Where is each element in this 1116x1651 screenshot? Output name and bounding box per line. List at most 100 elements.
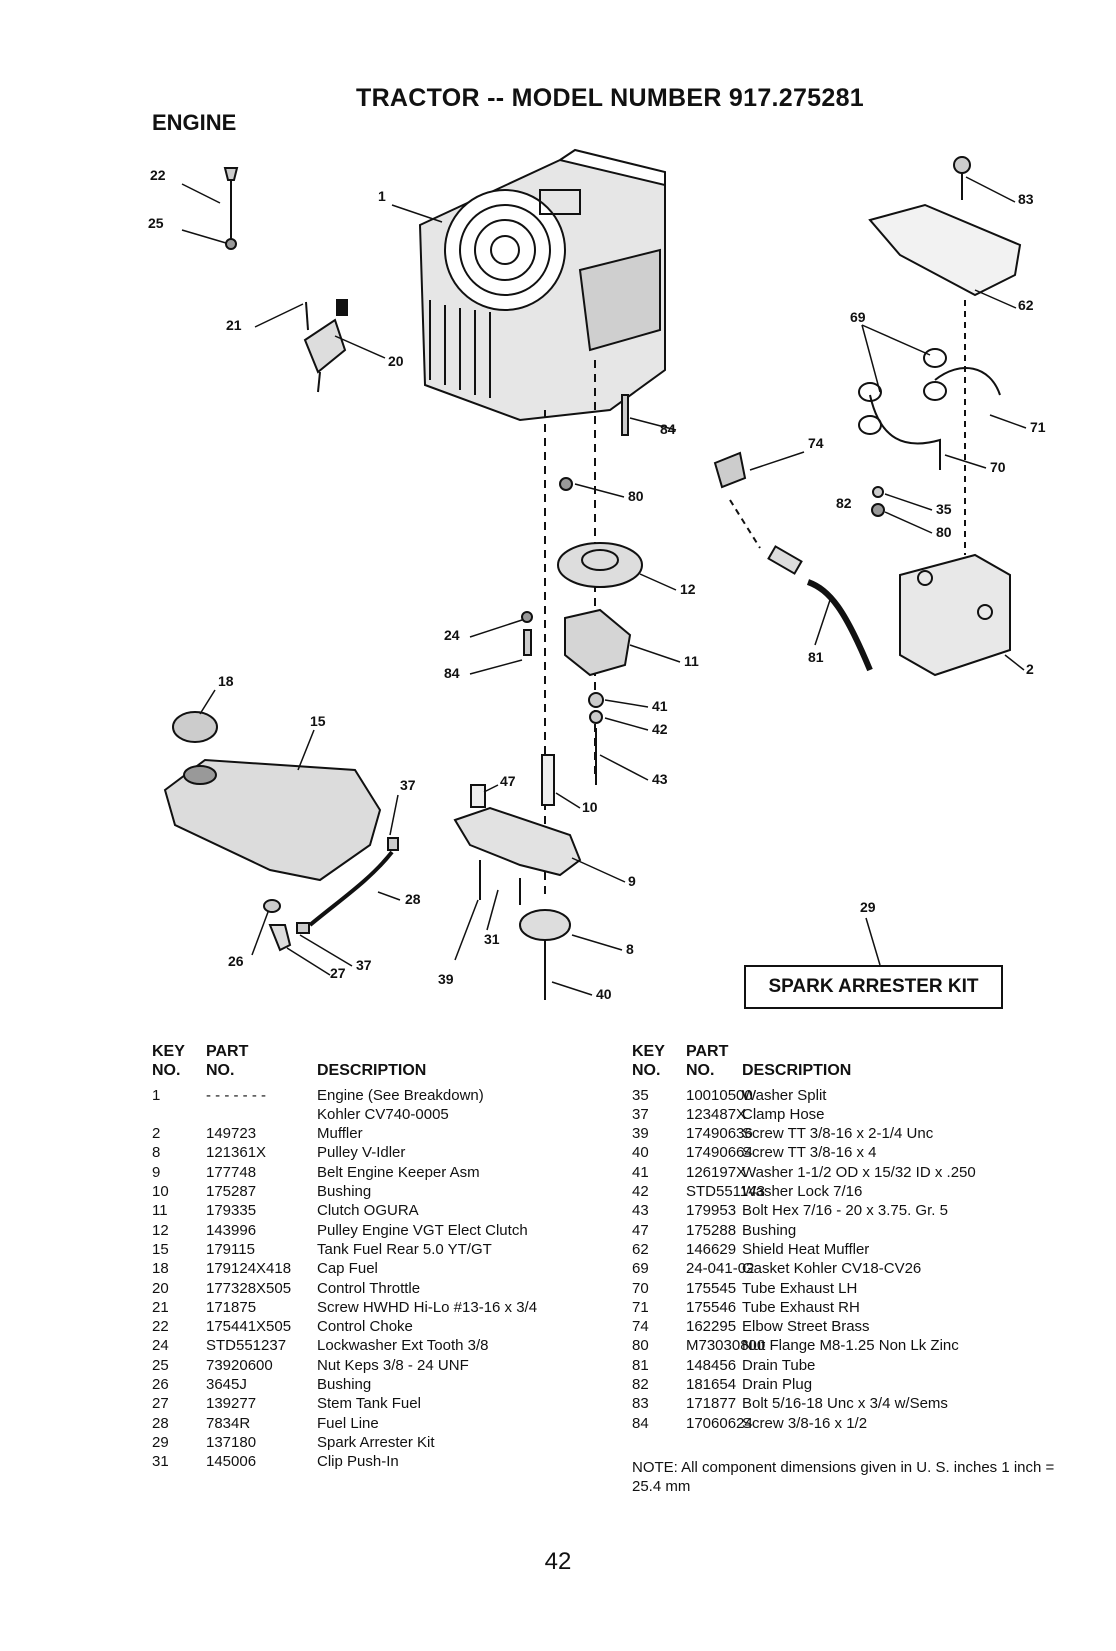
callout-label: 42: [652, 721, 668, 737]
callout-label: 81: [808, 649, 824, 665]
cell-part: 121361X: [206, 1144, 267, 1162]
cell-part: 24-041-02: [686, 1260, 755, 1278]
cell-key: 81: [632, 1356, 649, 1374]
throttle-control-drawing: [303, 299, 348, 393]
header-description: DESCRIPTION: [317, 1062, 427, 1080]
cell-key: 31: [152, 1453, 169, 1471]
header-part: PART: [686, 1043, 729, 1060]
cell-part: 73920600: [206, 1356, 273, 1374]
cell-key: 84: [632, 1414, 649, 1432]
keeper-bracket-drawing: [453, 806, 582, 1000]
cell-part: 175441X505: [206, 1318, 292, 1336]
cell-part: 149723: [206, 1125, 257, 1143]
header-no: NO.: [152, 1062, 181, 1080]
table-row: Kohler CV740-0005: [152, 1105, 592, 1124]
cell-desc: Washer Split: [742, 1086, 827, 1104]
cell-key: 22: [152, 1318, 169, 1336]
cell-desc: Drain Tube: [742, 1356, 816, 1374]
callout-label: 27: [330, 965, 346, 981]
cell-part: 177328X505: [206, 1279, 292, 1297]
cell-part: 17490636: [686, 1125, 753, 1143]
cell-key: 74: [632, 1318, 649, 1336]
cell-part: 145006: [206, 1453, 257, 1471]
cell-desc: Nut Flange M8-1.25 Non Lk Zinc: [742, 1337, 959, 1355]
cell-desc: Pulley V-Idler: [317, 1144, 406, 1162]
exhaust-tubes-drawing: [858, 348, 1001, 470]
callout-label: 22: [150, 167, 166, 183]
cell-key: 18: [152, 1260, 169, 1278]
callout-label: 83: [1018, 191, 1034, 207]
cell-part: 175288: [686, 1221, 737, 1239]
header-key: KEY: [152, 1043, 185, 1060]
cell-key: 71: [632, 1298, 649, 1316]
cell-part: - - - - - - -: [206, 1086, 266, 1104]
cell-key: 62: [632, 1240, 649, 1258]
cell-key: 43: [632, 1202, 649, 1220]
header-description: DESCRIPTION: [742, 1062, 852, 1080]
cell-key: 80: [632, 1337, 649, 1355]
cell-key: 1: [152, 1086, 161, 1104]
callout-label: 9: [628, 873, 636, 889]
callout-label: 37: [400, 777, 416, 793]
callout-label: 69: [850, 309, 866, 325]
callout-label: 12: [680, 581, 696, 597]
cell-key: 83: [632, 1395, 649, 1413]
cell-part: 143996: [206, 1221, 257, 1239]
parts-list-left: KEY PART NO. NO. DESCRIPTION 1 - - - - - …: [152, 1041, 592, 1472]
header-part-no: NO.: [206, 1062, 235, 1080]
cell-desc: Screw TT 3/8-16 x 2-1/4 Unc: [742, 1125, 934, 1143]
cell-part: 177748: [206, 1163, 257, 1181]
cell-part: 139277: [206, 1395, 257, 1413]
header-part: PART: [206, 1043, 249, 1060]
callout-label: 26: [228, 953, 244, 969]
callout-label: 18: [218, 673, 234, 689]
cell-part: 3645J: [206, 1376, 247, 1394]
cell-desc: Elbow Street Brass: [742, 1318, 870, 1336]
cell-key: 26: [152, 1376, 169, 1394]
cell-part: 162295: [686, 1318, 737, 1336]
cell-key: 28: [152, 1414, 169, 1432]
cell-desc: Bolt 5/16-18 Unc x 3/4 w/Sems: [742, 1395, 948, 1413]
cell-desc: Clutch OGURA: [317, 1202, 419, 1220]
cell-key: 24: [152, 1337, 169, 1355]
cell-desc: Pulley Engine VGT Elect Clutch: [317, 1221, 528, 1239]
callout-label: 84: [660, 421, 676, 437]
cell-part: 126197X: [686, 1163, 747, 1181]
cell-desc: Control Throttle: [317, 1279, 421, 1297]
cell-key: 27: [152, 1395, 169, 1413]
spark-arrester-kit-label: SPARK ARRESTER KIT: [744, 965, 1003, 1009]
callout-label: 2: [1026, 661, 1034, 677]
cell-key: 25: [152, 1356, 169, 1374]
cell-part: 7834R: [206, 1414, 251, 1432]
callout-label: 43: [652, 771, 668, 787]
cell-part: 171875: [206, 1298, 257, 1316]
cell-part: 123487X: [686, 1105, 747, 1123]
clutch-pulley-stack-drawing: [470, 360, 643, 900]
cell-desc: Gasket Kohler CV18-CV26: [742, 1260, 922, 1278]
callout-label: 21: [226, 317, 242, 333]
drain-fittings-drawing: [713, 451, 873, 672]
cell-desc: Shield Heat Muffler: [742, 1240, 870, 1258]
cell-desc: Tank Fuel Rear 5.0 YT/GT: [317, 1240, 492, 1258]
cell-key: 9: [152, 1163, 161, 1181]
fuel-tank-drawing: [163, 711, 382, 882]
callout-label: 47: [500, 773, 516, 789]
